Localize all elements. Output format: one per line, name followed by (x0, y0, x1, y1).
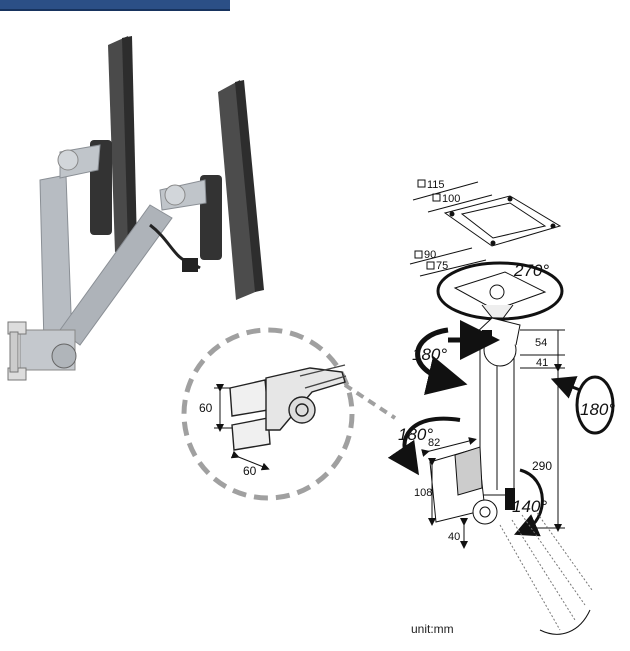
extension-arm-outline (499, 509, 593, 631)
base-inner-label: 75 (436, 260, 448, 272)
lower-bracket (429, 446, 515, 525)
height-41-label: 41 (536, 357, 548, 369)
rotation-right-arrow (575, 375, 615, 435)
base-outer-label: 90 (424, 249, 436, 261)
height-290-label: 290 (532, 459, 552, 473)
monitor-arm-photo (7, 36, 264, 381)
height-108-label: 108 (414, 487, 432, 499)
rot-top-label: 270° (513, 261, 549, 280)
vesa-outer-label: 115 (427, 179, 445, 191)
rot-right-label: 180° (580, 400, 615, 419)
vesa-plate (443, 195, 562, 247)
clip-width-label: 60 (243, 464, 257, 478)
rot-bottom-label: 140° (512, 497, 547, 516)
detail-zoom-callout: 60 60 (181, 327, 397, 501)
header-bar (0, 0, 230, 11)
rot-left-label: 180° (412, 345, 447, 364)
unit-label: unit:mm (411, 622, 454, 636)
height-40-label: 40 (448, 531, 460, 543)
monitor-right (218, 80, 260, 300)
technical-drawing: 115 100 90 75 270° 180° 180° (387, 179, 615, 635)
width-82-label: 82 (428, 437, 440, 449)
vesa-inner-label: 100 (442, 193, 460, 205)
rotation-bottom-arrow (514, 468, 544, 537)
rotation-270-arrow (436, 261, 564, 321)
height-54-label: 54 (535, 337, 547, 349)
rotation-mid-arrow (387, 416, 461, 476)
clip-detail (229, 364, 347, 451)
rotation-left-arrow (415, 327, 468, 395)
clip-height-label: 60 (199, 401, 213, 415)
